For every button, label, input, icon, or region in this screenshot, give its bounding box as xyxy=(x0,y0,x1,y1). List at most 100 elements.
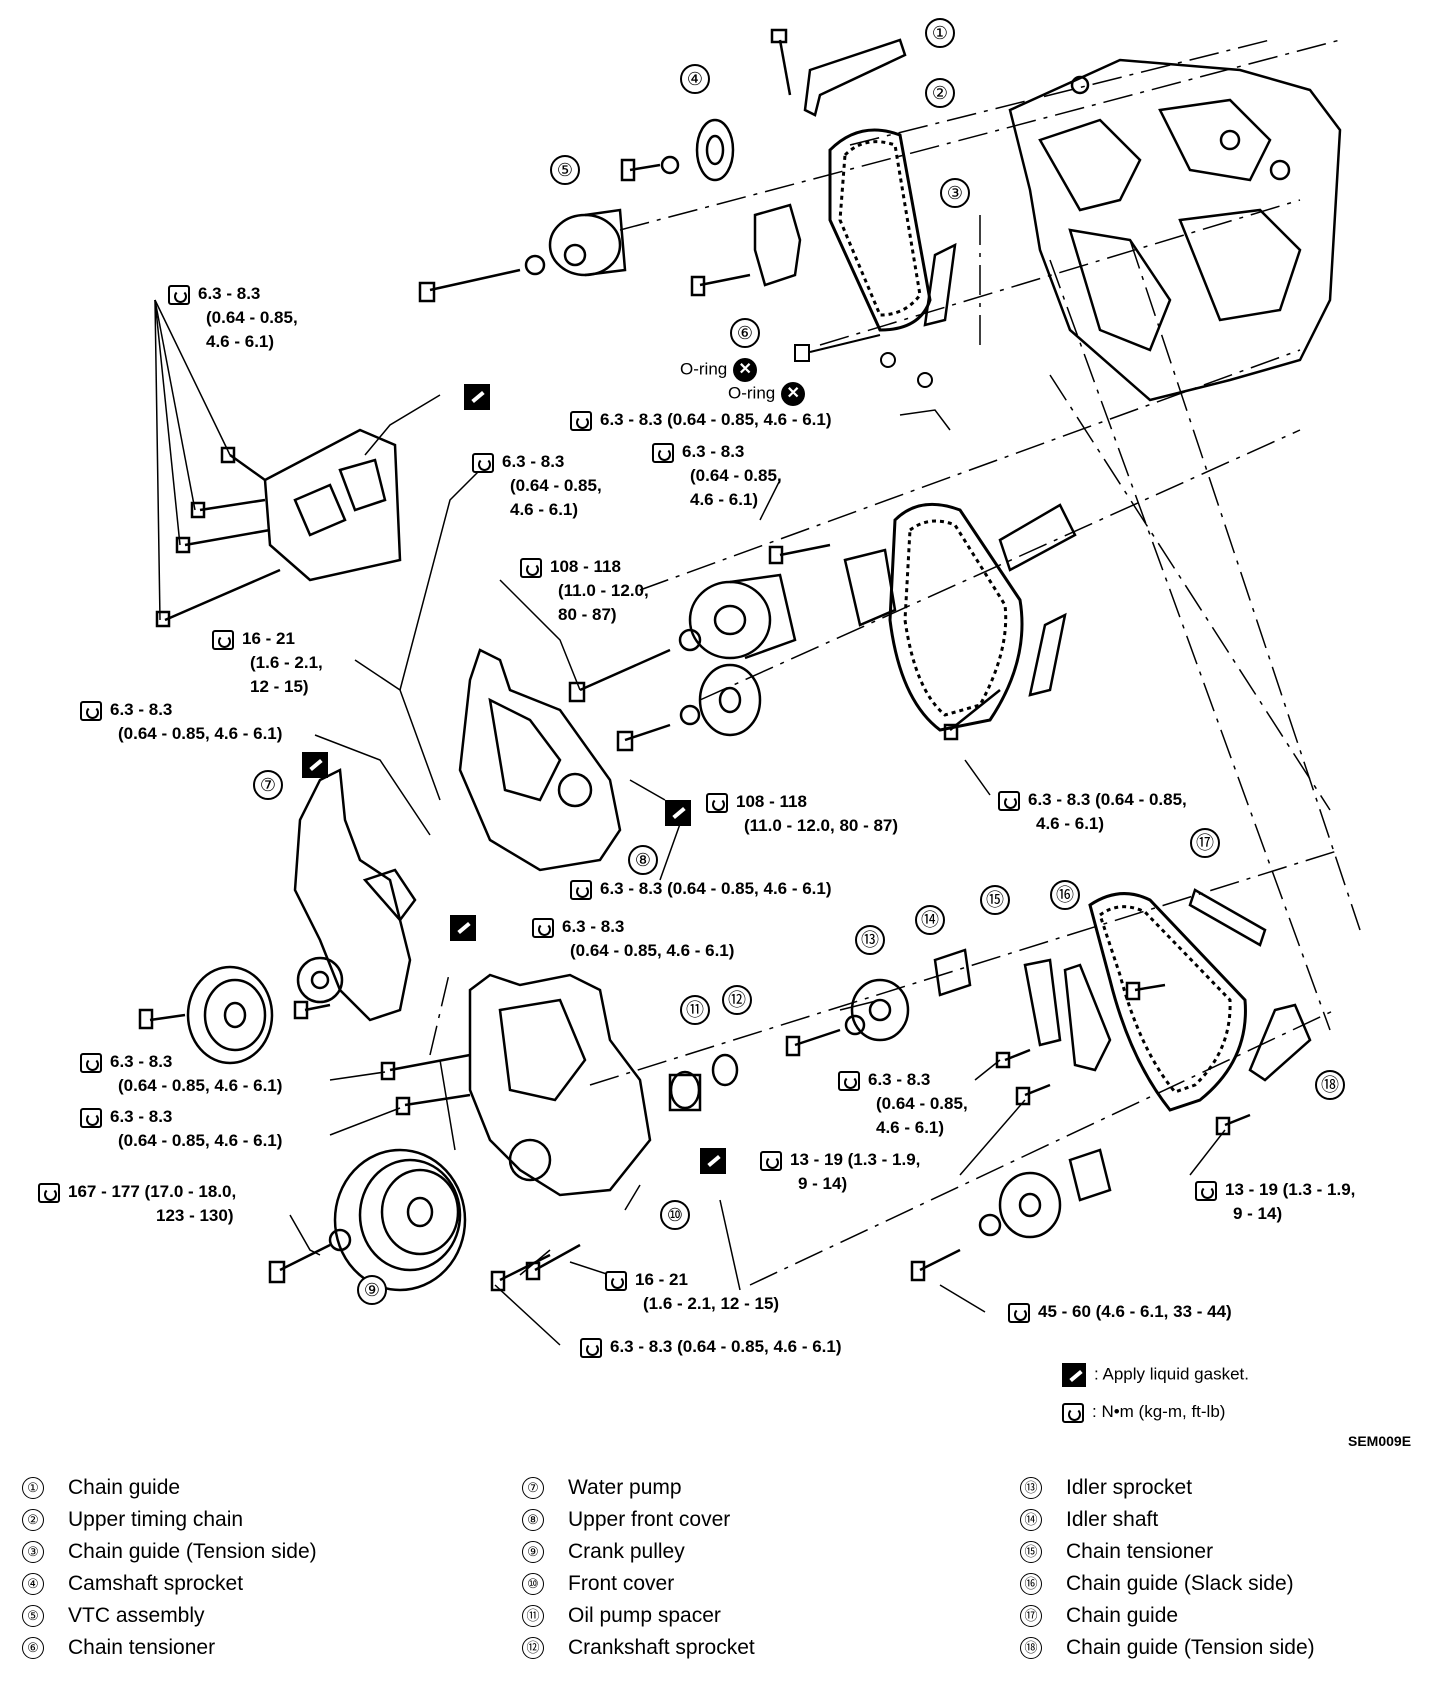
upper-front-cover xyxy=(458,648,622,872)
exploded-diagram: ① ② ③ ④ ⑤ ⑥ ⑦ ⑧ ⑨ ⑩ ⑪ ⑫ ⑬ ⑭ ⑮ ⑯ ⑰ ⑱ O-ri… xyxy=(0,0,1456,1420)
vtc-assembly xyxy=(418,208,627,303)
torque-icon xyxy=(706,792,728,813)
part-number-11: ⑪ xyxy=(680,995,710,1025)
torque-icon xyxy=(760,1150,782,1171)
part-number-3: ③ xyxy=(940,178,970,208)
liquid-gasket-icon xyxy=(302,752,328,778)
torque-icon xyxy=(1195,1180,1217,1201)
front-cover xyxy=(380,973,652,1197)
torque-callout-h: 108 - 118 (11.0 - 12.0, 80 - 87) xyxy=(706,790,898,838)
chain-guide-3 xyxy=(923,242,957,327)
lower-tensioner xyxy=(995,958,1112,1106)
torque-callout-d: 6.3 - 8.3 (0.64 - 0.85, 4.6 - 6.1) xyxy=(472,450,602,522)
torque-callout-e: 108 - 118 (11.0 - 12.0, 80 - 87) xyxy=(520,555,649,627)
torque-callout-i: 6.3 - 8.3 (0.64 - 0.85, 4.6 - 6.1) xyxy=(998,788,1187,836)
part-number-2: ② xyxy=(925,78,955,108)
key-torque: : N•m (kg-m, ft-lb) xyxy=(1062,1402,1225,1423)
chain-guide-1 xyxy=(770,28,907,117)
diagram-drawing xyxy=(138,28,1361,1346)
liquid-gasket-icon xyxy=(464,384,490,410)
torque-icon xyxy=(570,879,592,900)
part-number-6: ⑥ xyxy=(730,318,760,348)
part-number-10: ⑩ xyxy=(660,1200,690,1230)
torque-icon xyxy=(168,284,190,305)
torque-icon xyxy=(838,1070,860,1091)
torque-icon xyxy=(472,452,494,473)
x-mark-icon: ✕ xyxy=(733,358,758,382)
torque-callout-l: 6.3 - 8.3 (0.64 - 0.85, 4.6 - 6.1) xyxy=(80,1050,282,1098)
torque-icon xyxy=(38,1182,60,1203)
torque-icon xyxy=(652,442,674,463)
torque-icon xyxy=(80,700,102,721)
part-number-13: ⑬ xyxy=(855,925,885,955)
torque-callout-g: 6.3 - 8.3 (0.64 - 0.85, 4.6 - 6.1) xyxy=(80,698,282,746)
torque-icon xyxy=(520,557,542,578)
torque-callout-b: 6.3 - 8.3 (0.64 - 0.85, 4.6 - 6.1) xyxy=(570,408,832,432)
part-number-16: ⑯ xyxy=(1050,880,1080,910)
torque-icon xyxy=(212,629,234,650)
part-number-4: ④ xyxy=(680,64,710,94)
middle-tensioner xyxy=(768,503,1077,741)
part-number-8: ⑧ xyxy=(628,845,658,875)
lower-guides xyxy=(1125,888,1312,1136)
torque-callout-a: 6.3 - 8.3 (0.64 - 0.85, 4.6 - 6.1) xyxy=(168,282,298,354)
part-number-14: ⑭ xyxy=(915,905,945,935)
x-mark-icon: ✕ xyxy=(781,382,806,406)
torque-callout-k: 6.3 - 8.3 (0.64 - 0.85, 4.6 - 6.1) xyxy=(532,915,734,963)
torque-callout-f: 16 - 21 (1.6 - 2.1, 12 - 15) xyxy=(212,627,323,699)
torque-callout-n: 167 - 177 (17.0 - 18.0, 123 - 130) xyxy=(38,1180,236,1228)
torque-icon xyxy=(570,410,592,431)
torque-icon xyxy=(80,1107,102,1128)
crank-sprocket xyxy=(668,1053,739,1112)
engine-block xyxy=(1008,58,1342,402)
torque-icon xyxy=(532,917,554,938)
chain-tensioner-6 xyxy=(690,203,802,297)
lower-chain xyxy=(1088,892,1247,1112)
liquid-gasket-icon xyxy=(700,1148,726,1174)
torque-callout-q: 13 - 19 (1.3 - 1.9, 9 - 14) xyxy=(1195,1178,1355,1226)
crank-pulley xyxy=(268,1148,581,1292)
torque-icon xyxy=(80,1052,102,1073)
part-number-18: ⑱ xyxy=(1315,1070,1345,1100)
bracket-plate xyxy=(155,428,402,628)
torque-callout-r: 16 - 21 (1.6 - 2.1, 12 - 15) xyxy=(605,1268,779,1316)
torque-icon xyxy=(998,790,1020,811)
key-gasket: : Apply liquid gasket. xyxy=(1062,1363,1249,1387)
lower-idler xyxy=(910,1148,1112,1282)
part-number-5: ⑤ xyxy=(550,155,580,185)
part-number-9: ⑨ xyxy=(357,1275,387,1305)
water-pump xyxy=(293,768,417,1022)
liquid-gasket-icon xyxy=(665,800,691,826)
part-number-17: ⑰ xyxy=(1190,828,1220,858)
upper-timing-chain xyxy=(828,128,932,332)
torque-callout-p: 13 - 19 (1.3 - 1.9, 9 - 14) xyxy=(760,1148,920,1196)
torque-callout-j: 6.3 - 8.3 (0.64 - 0.85, 4.6 - 6.1) xyxy=(570,877,832,901)
torque-callout-t: 6.3 - 8.3 (0.64 - 0.85, 4.6 - 6.1) xyxy=(580,1335,842,1359)
camshaft-sprocket xyxy=(620,118,735,182)
part-number-7: ⑦ xyxy=(253,770,283,800)
torque-icon xyxy=(1062,1402,1084,1423)
oring-label-1: O-ring✕ xyxy=(680,358,758,382)
torque-callout-m: 6.3 - 8.3 (0.64 - 0.85, 4.6 - 6.1) xyxy=(80,1105,282,1153)
torque-callout-c: 6.3 - 8.3 (0.64 - 0.85, 4.6 - 6.1) xyxy=(652,440,782,512)
torque-icon xyxy=(605,1270,627,1291)
middle-chain xyxy=(888,502,1024,732)
torque-callout-s: 45 - 60 (4.6 - 6.1, 33 - 44) xyxy=(1008,1300,1232,1324)
orings-bolts xyxy=(794,334,933,388)
idler-group xyxy=(785,948,972,1057)
